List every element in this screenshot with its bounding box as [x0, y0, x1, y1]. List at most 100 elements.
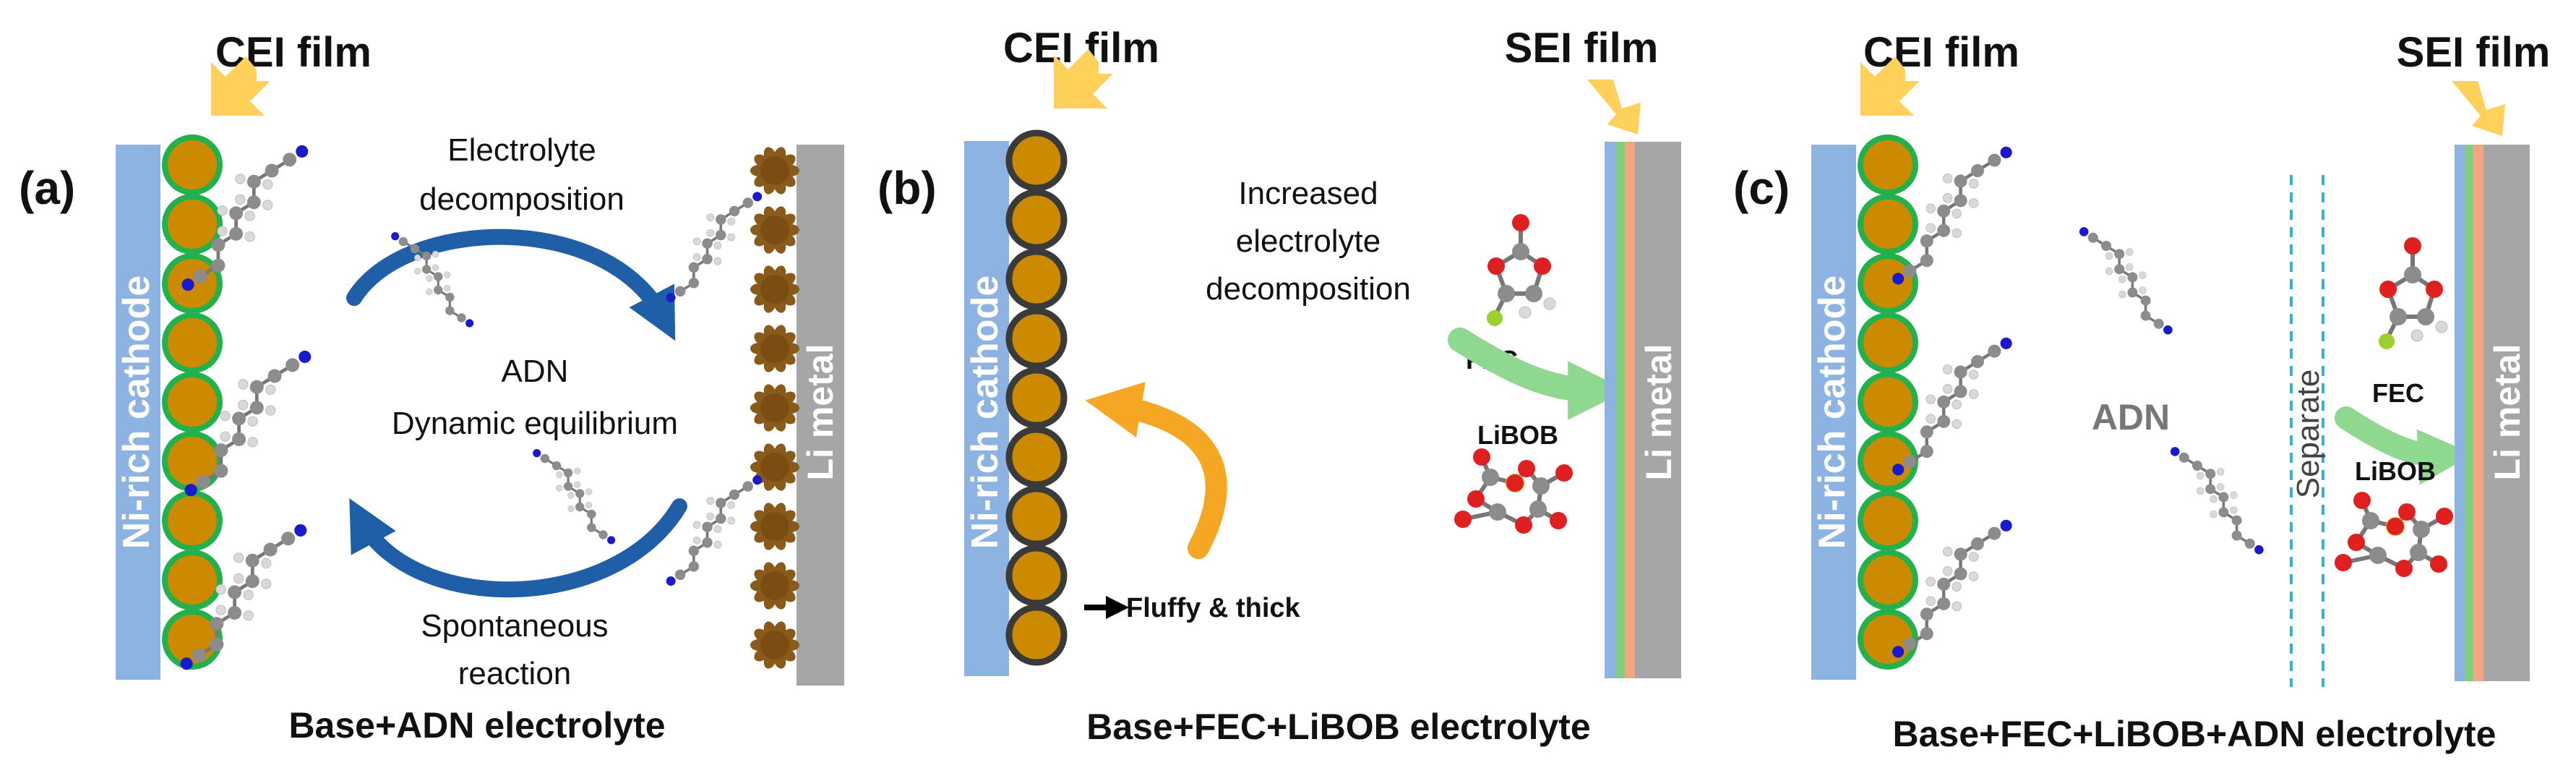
- panel-a-center-adn: ADN: [502, 354, 569, 389]
- cathode-particle: [162, 312, 223, 373]
- cathode-particle: [162, 372, 223, 432]
- panel-b-letter: (b): [877, 162, 937, 214]
- panel-b-caption: Base+FEC+LiBOB electrolyte: [1086, 707, 1591, 747]
- panel-c-adn-label: ADN: [2092, 397, 2170, 438]
- panel-b-decomp-line3: decomposition: [1206, 271, 1411, 307]
- cathode-particle: [1858, 490, 1918, 551]
- panel-c-fec-molecule: [2379, 237, 2448, 349]
- panel-c-libob-molecule: [2335, 492, 2453, 577]
- panel-c-cei-indicator-arrow: [1860, 56, 1920, 116]
- panel-c-separator-label: Separate: [2291, 370, 2326, 499]
- panel-c-sei-film: [2455, 145, 2483, 681]
- panel-b-anode: [1635, 142, 1681, 678]
- anode-deposit: [750, 443, 799, 491]
- panel-b-decomposition-arrow: [1085, 381, 1227, 559]
- cathode-particle: [1858, 550, 1918, 610]
- cathode-particle: [1858, 372, 1918, 432]
- panel-c-fec-label: FEC: [2372, 378, 2424, 408]
- panel-a-anode-label: Li metal: [800, 344, 841, 481]
- cathode-particle: [1858, 312, 1918, 373]
- adn-molecule: [391, 232, 474, 328]
- panel-b-particle-layer: [1005, 129, 1068, 666]
- anode-deposit: [750, 562, 799, 610]
- adn-molecule: [1892, 337, 2012, 476]
- panel-b-decomp-line2: electrolyte: [1236, 223, 1381, 259]
- panel-a-cei-indicator-arrow: [211, 56, 270, 116]
- cathode-particle: [162, 194, 223, 255]
- panel-b-libob-label: LiBOB: [1477, 420, 1558, 450]
- panel-c-anode: [2483, 145, 2530, 681]
- panel-a-cathode: [116, 145, 160, 680]
- panel-c-particle-layer: [1858, 135, 1918, 670]
- anode-deposit: [750, 503, 799, 550]
- panel-b-anode-label: Li metal: [1639, 344, 1679, 481]
- panel-a-anode-deposits: [750, 147, 799, 669]
- panel-c-cathode: [1811, 145, 1856, 680]
- cathode-particle: [1858, 194, 1918, 255]
- adn-molecule: [666, 192, 763, 302]
- panel-c-sei-indicator-arrow: [2452, 81, 2505, 136]
- panel-a-letter: (a): [19, 162, 75, 214]
- panel-c-transfer-arrow: [2335, 406, 2474, 485]
- panel-a-process-top-line1: Electrolyte: [447, 132, 596, 168]
- cathode-particle: [1858, 135, 1918, 195]
- adn-molecule: [666, 475, 763, 586]
- cathode-particle: [1005, 367, 1068, 429]
- adn-molecule: [2170, 447, 2264, 555]
- adn-molecule: [2079, 227, 2173, 335]
- panel-b-sei-film: [1605, 142, 1635, 678]
- panel-b-cei-indicator-arrow: [1054, 49, 1113, 108]
- panel-c-anode-label: Li metal: [2487, 344, 2528, 481]
- cathode-particle: [162, 431, 223, 492]
- panel-b-sei-indicator-arrow: [1587, 80, 1641, 135]
- cathode-particle: [1005, 426, 1068, 488]
- adn-molecule: [184, 350, 312, 497]
- anode-deposit: [750, 384, 799, 432]
- panel-a-particle-layer: [162, 135, 223, 670]
- adn-molecule: [1892, 146, 2012, 285]
- panel-a-equilibrium-arrow-bottom: [349, 498, 687, 598]
- cathode-particle: [1005, 545, 1068, 607]
- panel-a-cathode-label: Ni-rich cathode: [116, 276, 158, 550]
- cathode-particle: [1005, 307, 1068, 370]
- panel-c-letter: (c): [1733, 162, 1790, 214]
- cathode-particle: [1005, 485, 1068, 547]
- anode-deposit: [750, 206, 799, 254]
- panel-a: (a) CEI film Ni-rich cathode Li metal El…: [19, 29, 844, 746]
- panel-b-cathode: [964, 141, 1009, 676]
- panel-a-process-top-line2: decomposition: [419, 182, 624, 217]
- anode-deposit: [750, 325, 799, 372]
- cathode-particle: [162, 550, 223, 610]
- panel-c-caption: Base+FEC+LiBOB+ADN electrolyte: [1892, 714, 2496, 754]
- cathode-particle: [1858, 253, 1918, 314]
- panel-c-libob-label: LiBOB: [2355, 456, 2436, 486]
- anode-deposit: [750, 265, 799, 313]
- panel-b-libob-molecule: [1454, 448, 1573, 534]
- panel-a-process-bottom-line1: Spontaneous: [421, 608, 608, 644]
- adn-molecule: [533, 449, 616, 545]
- cathode-particle: [1005, 248, 1068, 310]
- panel-a-process-bottom-line2: reaction: [458, 656, 572, 691]
- panel-b-cathode-label: Ni-rich cathode: [964, 276, 1006, 550]
- panel-b-decomp-line1: Increased: [1238, 176, 1378, 211]
- panel-b-sei-label: SEI film: [1505, 25, 1659, 72]
- panel-c-sei-label: SEI film: [2397, 29, 2551, 76]
- panel-b-fec-molecule: [1487, 214, 1556, 326]
- cathode-particle: [1005, 189, 1068, 251]
- adn-molecule: [1892, 519, 2012, 658]
- panel-a-caption: Base+ADN electrolyte: [288, 705, 665, 746]
- adn-molecule: [181, 145, 309, 291]
- cathode-particle: [1005, 129, 1068, 192]
- panel-b-transfer-arrow: [1448, 328, 1627, 420]
- adn-molecule-layer: [180, 145, 2264, 670]
- panel-b: (b) CEI film SEI film Ni-rich cathode In…: [877, 25, 1681, 747]
- cathode-particle: [1005, 604, 1068, 666]
- panel-b-thick-note: Fluffy & thick: [1126, 593, 1301, 623]
- panel-a-anode: [797, 145, 844, 686]
- anode-deposit: [750, 147, 799, 195]
- panel-a-equilibrium-arrow-top: [346, 229, 676, 341]
- panel-c-cathode-label: Ni-rich cathode: [1811, 276, 1853, 550]
- anode-deposit: [750, 621, 799, 669]
- panel-c: (c) CEI film SEI film Ni-rich cathode AD…: [1733, 29, 2550, 754]
- cathode-particle: [162, 490, 223, 551]
